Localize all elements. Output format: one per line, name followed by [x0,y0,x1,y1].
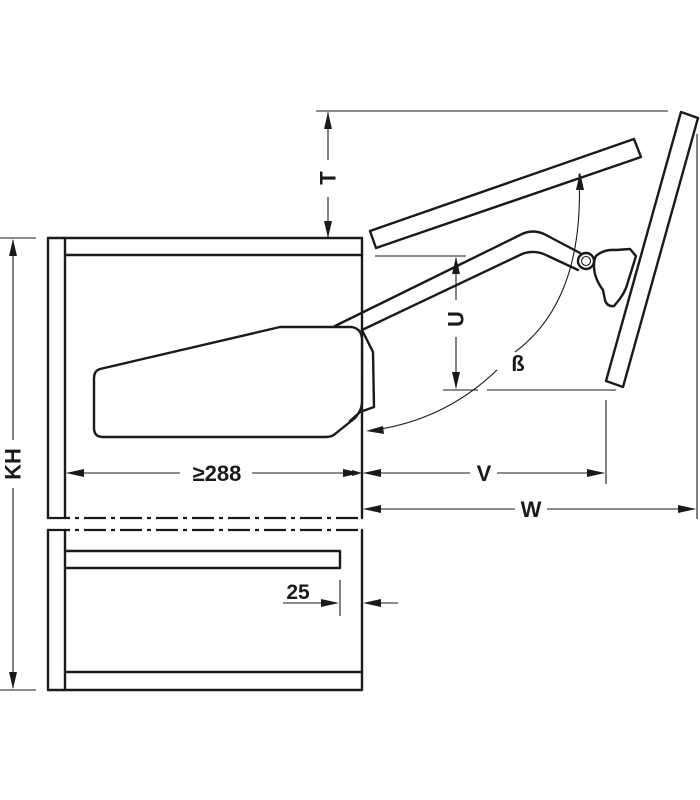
U-label: U [444,311,469,327]
beta-arrow-left [366,426,384,434]
dimension-W: W [363,134,698,522]
lift-arm-lower-edge [360,250,580,332]
dimension-beta: ß [366,172,584,434]
dimension-KH: KH [0,237,36,691]
mechanism-cover [348,328,376,423]
pivot-joint [576,251,596,271]
mechanism-housing [92,325,364,439]
lift-arm-upper-edge [333,230,582,328]
flap-open-position [604,110,700,389]
dimension-min-depth: ≥288 [66,461,361,486]
offset-arrow-left [363,599,381,607]
offset-label: 25 [286,581,310,604]
cabinet-outer-lower [46,528,364,692]
dimension-T: T [316,110,668,238]
KH-arrow-down [9,672,17,689]
T-arrow-up [324,112,332,129]
flap-intermediate-position [368,137,643,250]
T-label: T [316,171,341,185]
U-arrow-up [452,257,460,274]
shelf [63,549,342,570]
min-depth-label: ≥288 [193,461,242,486]
door-bracket [592,247,638,308]
W-arrow-left [363,505,381,513]
lift-mechanism [92,230,638,439]
beta-arc-lower [373,369,498,431]
KH-label: KH [1,448,26,480]
T-arrow-down [324,221,332,238]
beta-label: ß [511,351,524,376]
KH-arrow-up [9,239,17,256]
beta-arrow-up [576,172,584,190]
beta-arc-upper [514,173,581,353]
dimension-shelf-offset: 25 [283,580,398,616]
V-label: V [477,461,492,486]
V-arrow-right [587,469,605,477]
W-arrow-right [678,505,696,513]
V-outer-arrow [352,470,362,476]
dimension-U: U [375,255,616,391]
dimension-V: V [352,400,607,486]
V-arrow-left [363,469,381,477]
min-depth-arrow-left [66,469,84,477]
offset-arrow-right [321,599,339,607]
W-label: W [521,497,542,522]
pivot-pin [580,255,592,267]
U-arrow-down [452,372,460,389]
